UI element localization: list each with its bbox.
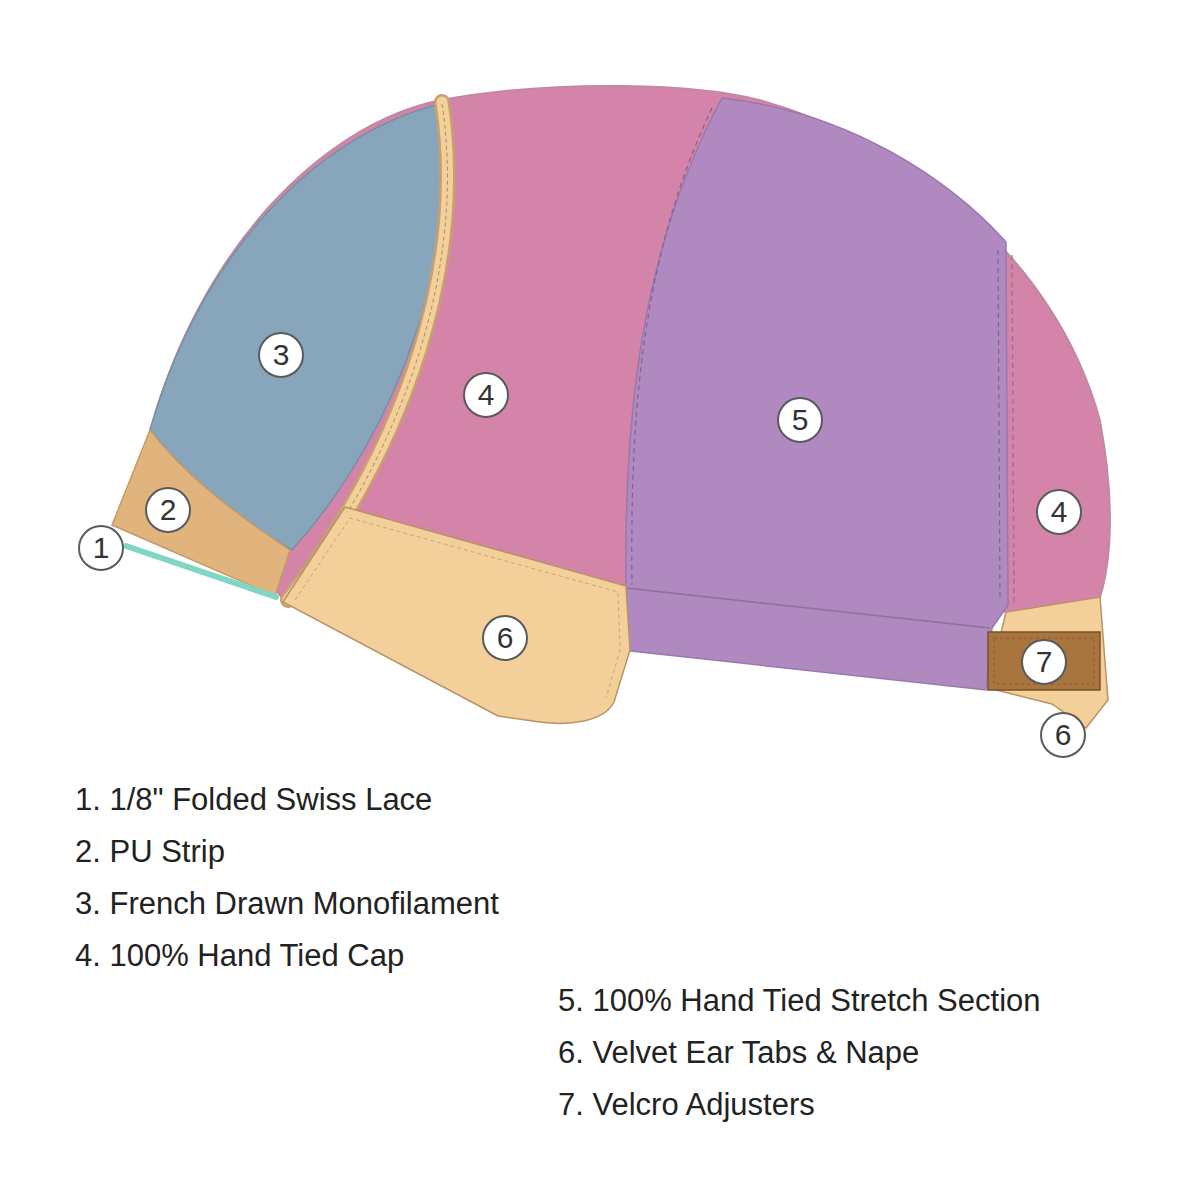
seam bbox=[998, 250, 1000, 600]
callout-circle: 3 bbox=[258, 332, 304, 378]
band-seam bbox=[626, 588, 990, 628]
pu-strip bbox=[112, 430, 290, 596]
legend-item: 7. Velcro Adjusters bbox=[558, 1086, 815, 1123]
legend-item: 2. PU Strip bbox=[75, 833, 225, 870]
callout-number: 6 bbox=[497, 623, 514, 653]
callout-number: 4 bbox=[478, 380, 495, 410]
callout-circle: 2 bbox=[145, 487, 191, 533]
legend-item: 1. 1/8" Folded Swiss Lace bbox=[75, 781, 432, 818]
velcro-adjuster bbox=[988, 632, 1100, 690]
legend-item: 5. 100% Hand Tied Stretch Section bbox=[558, 982, 1041, 1019]
legend-item: 6. Velvet Ear Tabs & Nape bbox=[558, 1034, 919, 1071]
legend-item: 3. French Drawn Monofilament bbox=[75, 885, 499, 922]
callout-number: 2 bbox=[160, 495, 177, 525]
stretch-region bbox=[622, 98, 1008, 690]
legend-item: 4. 100% Hand Tied Cap bbox=[75, 937, 404, 974]
callout-circle: 4 bbox=[1036, 489, 1082, 535]
callout-circle: 6 bbox=[482, 615, 528, 661]
callout-number: 6 bbox=[1055, 720, 1072, 750]
callout-number: 7 bbox=[1036, 647, 1053, 677]
callout-circle: 4 bbox=[463, 372, 509, 418]
ear-tab-seam bbox=[295, 518, 620, 698]
callout-number: 3 bbox=[273, 340, 290, 370]
callout-number: 1 bbox=[93, 533, 110, 563]
velcro-edge bbox=[994, 638, 1094, 684]
nape-tab bbox=[988, 597, 1108, 728]
seam bbox=[1012, 255, 1014, 602]
seam bbox=[632, 108, 712, 585]
callout-circle: 7 bbox=[1021, 639, 1067, 685]
callout-circle: 6 bbox=[1040, 712, 1086, 758]
ear-tab bbox=[283, 507, 630, 723]
callout-number: 5 bbox=[792, 405, 809, 435]
callout-number: 4 bbox=[1051, 497, 1068, 527]
callout-circle: 1 bbox=[78, 525, 124, 571]
callout-circle: 5 bbox=[777, 397, 823, 443]
swiss-lace bbox=[126, 546, 276, 597]
